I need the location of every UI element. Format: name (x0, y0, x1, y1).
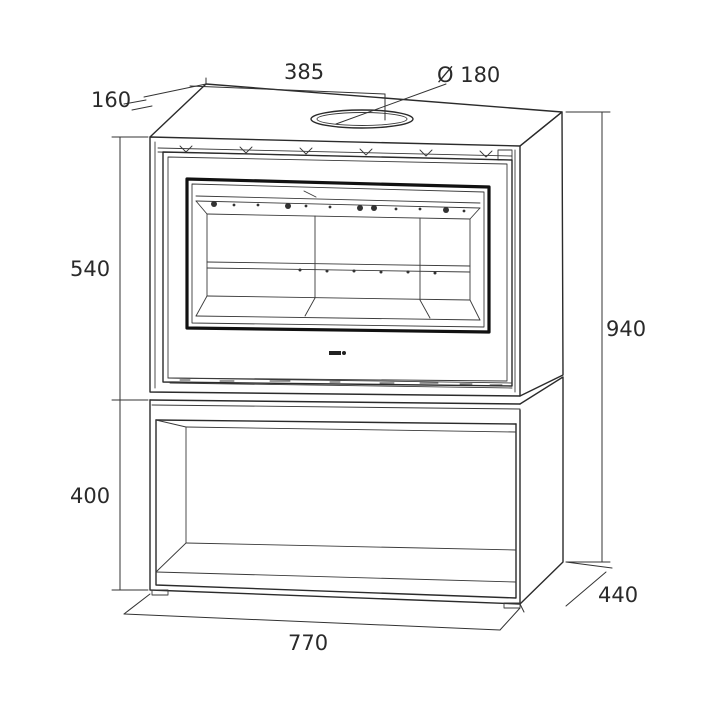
dimension-base-height: 400 (70, 399, 149, 591)
rivet-dots (211, 201, 466, 275)
brand-logo (329, 351, 346, 355)
dimension-top-depth-offset: 160 (91, 83, 207, 112)
dimension-label-flue: Ø 180 (437, 63, 500, 87)
dimension-top-width: 385 (189, 60, 386, 121)
dimension-label-940: 940 (606, 317, 646, 341)
dimension-label-440: 440 (598, 583, 638, 607)
firebox-interior (195, 190, 481, 321)
dimension-width: 770 (123, 593, 521, 655)
dimension-label-160: 160 (91, 88, 131, 112)
dimension-label-770: 770 (288, 631, 328, 655)
dimension-flue-diameter: Ø 180 (335, 63, 500, 125)
dimension-total-height: 940 (565, 111, 646, 563)
door-frame (162, 151, 513, 387)
flue-outlet (310, 109, 414, 129)
dimension-stove-height: 540 (70, 136, 149, 401)
dimension-depth: 440 (519, 561, 638, 613)
ash-lip-trim (167, 377, 513, 389)
dimension-label-400: 400 (70, 484, 110, 508)
dimension-label-385: 385 (284, 60, 324, 84)
dimension-label-540: 540 (70, 257, 110, 281)
log-store-base (149, 376, 564, 609)
glass-window (185, 177, 491, 334)
stove-body (149, 83, 564, 397)
